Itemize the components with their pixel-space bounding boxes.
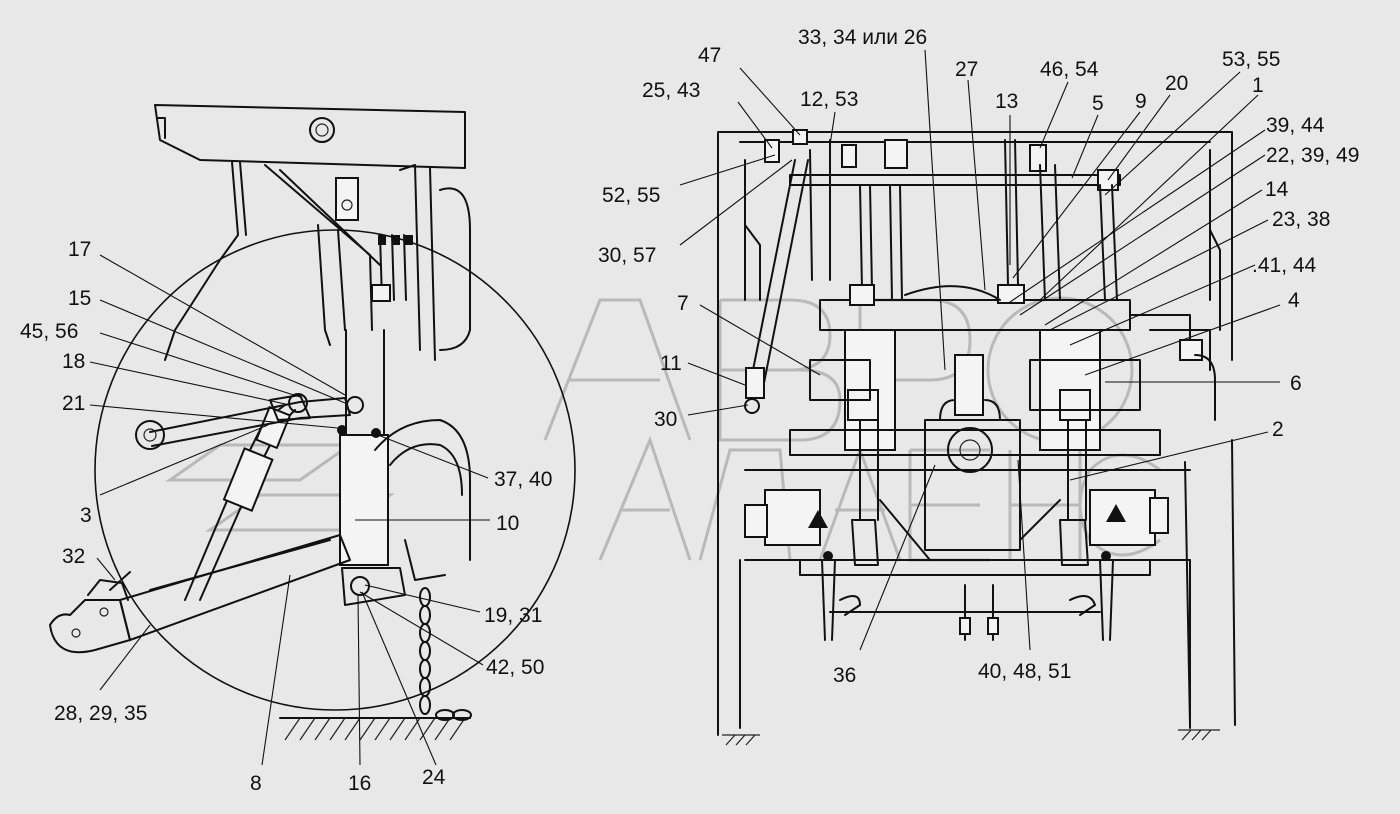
callout-52-55: 52, 55 [602, 184, 660, 207]
callout-53-55: 53, 55 [1222, 48, 1280, 71]
chain [419, 587, 472, 721]
callout-30-57: 30, 57 [598, 244, 656, 267]
callout-23-38: 23, 38 [1272, 208, 1330, 231]
callout-36: 36 [833, 664, 856, 687]
callout-11: 11 [660, 352, 682, 375]
callout-4: 4 [1288, 289, 1300, 312]
callout-17: 17 [68, 238, 91, 261]
side-view-drawing [49, 104, 576, 741]
callout-37-40: 37, 40 [494, 468, 552, 491]
callout-40-48-51: 40, 48, 51 [978, 660, 1071, 683]
callout-18: 18 [62, 350, 85, 373]
callout-1: 1 [1252, 74, 1264, 97]
callout-15: 15 [68, 287, 91, 310]
leader-lines [89, 49, 1281, 766]
callout-7: 7 [677, 292, 689, 315]
callout-8: 8 [250, 772, 262, 795]
callout-45-56: 45, 56 [20, 320, 78, 343]
callout-47: 47 [698, 44, 721, 67]
callout-24: 24 [422, 766, 446, 789]
callout-3: 3 [80, 504, 92, 527]
callout-20: 20 [1165, 72, 1188, 95]
callout-2: 2 [1272, 418, 1284, 441]
callout-42-50: 42, 50 [486, 656, 544, 679]
callout-5: 5 [1092, 92, 1104, 115]
callout-14: 14 [1265, 178, 1289, 201]
callout-33-34-26: 33, 34 или 26 [798, 26, 927, 49]
callout-22-39-49: 22, 39, 49 [1266, 144, 1359, 167]
callout-10: 10 [496, 512, 519, 535]
callout-28-29-35: 28, 29, 35 [54, 702, 147, 725]
callout-13: 13 [995, 90, 1018, 113]
callout-16: 16 [348, 772, 371, 795]
callout-27: 27 [955, 58, 978, 81]
callout-19-31: 19, 31 [484, 604, 542, 627]
callout-46-54: 46, 54 [1040, 58, 1099, 81]
callout-41-44: .41, 44 [1252, 254, 1317, 277]
callout-25-43: 25, 43 [642, 79, 700, 102]
callout-9: 9 [1135, 90, 1147, 113]
callout-30: 30 [654, 408, 677, 431]
callout-21: 21 [62, 392, 85, 415]
callout-39-44: 39, 44 [1266, 114, 1325, 137]
callout-32: 32 [62, 545, 85, 568]
callout-labels: 47 25, 43 12, 53 33, 34 или 26 27 13 46,… [20, 26, 1359, 795]
callout-12-53: 12, 53 [800, 88, 858, 111]
rear-view-drawing [717, 129, 1236, 746]
callout-6: 6 [1290, 372, 1302, 395]
